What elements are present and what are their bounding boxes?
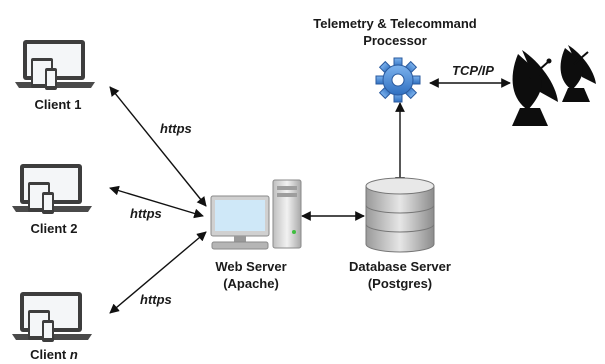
web-server-label-line2: (Apache)	[223, 276, 279, 291]
https-label-3: https	[140, 292, 172, 307]
client-1-devices-icon	[15, 40, 95, 90]
client-n-label-suffix: n	[69, 347, 78, 362]
client-n-label: Client n	[14, 346, 94, 363]
processor-label-line2: Processor	[363, 33, 427, 48]
database-server-label: Database Server (Postgres)	[330, 258, 470, 292]
database-server-label-line1: Database Server	[349, 259, 451, 274]
satellite-dish-icon	[512, 45, 596, 126]
client-1-label: Client 1	[34, 97, 82, 112]
client-2-label: Client 2	[30, 221, 78, 236]
database-icon	[365, 177, 435, 253]
processor-label: Telemetry & Telecommand Processor	[290, 15, 500, 49]
database-server-label-line2: (Postgres)	[367, 276, 433, 291]
tcpip-label: TCP/IP	[452, 63, 494, 78]
client-n-label-text: Client	[30, 347, 67, 362]
gear-icon	[375, 57, 421, 103]
arrow-client2-web	[109, 185, 204, 219]
client-2-devices-icon	[12, 164, 92, 214]
arrow-clientn-web	[109, 231, 207, 314]
arrow-client1-web	[109, 86, 207, 207]
web-server-label-line1: Web Server	[215, 259, 287, 274]
web-server-label: Web Server (Apache)	[196, 258, 306, 292]
processor-label-line1: Telemetry & Telecommand	[313, 16, 477, 31]
https-label-1: https	[160, 121, 192, 136]
server-tower-icon	[210, 179, 302, 250]
client-n-devices-icon	[12, 292, 92, 342]
connection-arrows	[109, 78, 511, 314]
https-label-2: https	[130, 206, 162, 221]
